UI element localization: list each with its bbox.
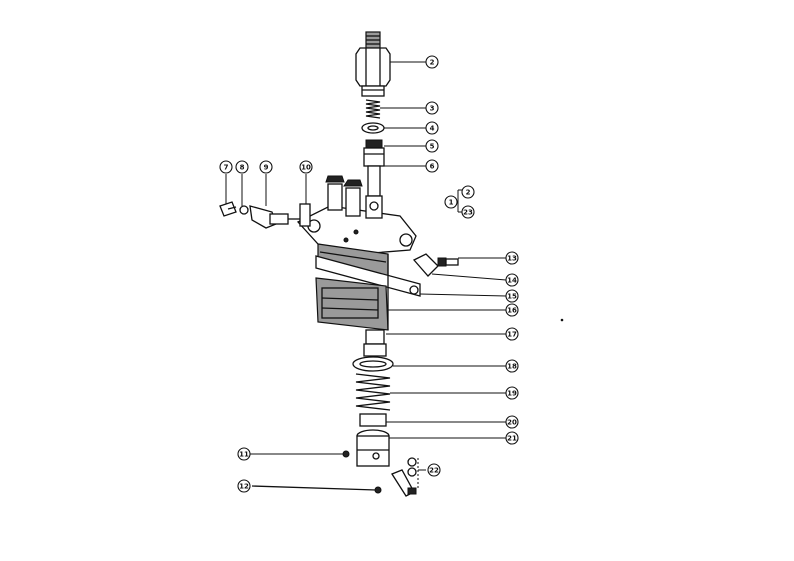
banjo-bolt xyxy=(219,201,237,217)
callout-part-20: 20 xyxy=(505,415,519,429)
delivery-valve-holder xyxy=(355,31,391,97)
callout-number: 19 xyxy=(507,390,517,398)
callout-assembly-23: 23 xyxy=(461,205,475,219)
callout-circle xyxy=(505,431,519,445)
callout-part-10: 10 xyxy=(299,160,313,174)
callout-number: 9 xyxy=(264,164,269,172)
leader-lines xyxy=(225,61,507,471)
tappet xyxy=(356,429,390,467)
callout-part-15: 15 xyxy=(505,289,519,303)
callout-number: 8 xyxy=(240,164,245,172)
callout-circle xyxy=(237,479,251,493)
callout-number: 16 xyxy=(507,307,517,315)
callout-part-22: 22 xyxy=(427,463,441,477)
callout-number: 7 xyxy=(224,164,229,172)
pump-housing xyxy=(296,175,421,331)
callout-number: 15 xyxy=(507,293,517,301)
callout-number: 6 xyxy=(430,163,435,171)
callout-circle xyxy=(235,160,249,174)
callout-circle xyxy=(505,386,519,400)
callout-number: 4 xyxy=(430,125,435,133)
callout-circle xyxy=(219,160,233,174)
callout-number: 2 xyxy=(430,59,435,67)
callout-number: 12 xyxy=(239,483,249,491)
callout-number: 18 xyxy=(507,363,517,371)
sealing-washer xyxy=(239,205,249,215)
callout-circle xyxy=(505,327,519,341)
bleed-screw xyxy=(437,257,459,267)
callout-circle xyxy=(461,185,475,199)
plunger-spring xyxy=(355,373,391,411)
callout-circle xyxy=(427,463,441,477)
callout-circle xyxy=(237,447,251,461)
inlet-union xyxy=(249,205,300,229)
callout-number: 10 xyxy=(301,164,311,172)
callout-circle xyxy=(425,159,439,173)
callout-number: 5 xyxy=(430,143,435,151)
callout-number: 21 xyxy=(507,435,517,443)
callout-part-9: 9 xyxy=(259,160,273,174)
callout-circle xyxy=(505,289,519,303)
callout-circle xyxy=(461,205,475,219)
callout-circle xyxy=(425,139,439,153)
callout-number: 1 xyxy=(449,199,454,207)
gasket-ring xyxy=(361,122,385,134)
callout-part-14: 14 xyxy=(505,273,519,287)
callout-part-19: 19 xyxy=(505,386,519,400)
callout-circle xyxy=(505,273,519,287)
callout-part-2: 2 xyxy=(425,55,439,69)
callout-assembly-2: 2 xyxy=(461,185,475,199)
callout-number: 17 xyxy=(507,331,517,339)
guide-screw xyxy=(342,450,350,458)
callout-circle xyxy=(259,160,273,174)
callout-circle xyxy=(444,195,458,209)
lever-plate xyxy=(412,253,439,277)
callout-part-11: 11 xyxy=(237,447,251,461)
spring-seat xyxy=(359,413,387,427)
callout-number: 23 xyxy=(463,209,473,217)
callout-number: 3 xyxy=(430,105,435,113)
callout-part-3: 3 xyxy=(425,101,439,115)
delivery-valve-spring xyxy=(365,99,381,119)
plunger-barrel xyxy=(365,329,385,345)
callout-part-6: 6 xyxy=(425,159,439,173)
control-rod xyxy=(251,485,377,491)
callout-part-21: 21 xyxy=(505,431,519,445)
callout-part-7: 7 xyxy=(219,160,233,174)
callout-circle xyxy=(505,251,519,265)
callout-part-17: 17 xyxy=(505,327,519,341)
roller-pin-assembly xyxy=(391,457,419,497)
callout-part-4: 4 xyxy=(425,121,439,135)
o-ring xyxy=(352,356,394,372)
callout-circle xyxy=(505,359,519,373)
callout-circle xyxy=(425,121,439,135)
callout-number: 2 xyxy=(466,189,471,197)
callout-part-12: 12 xyxy=(237,479,251,493)
callout-part-16: 16 xyxy=(505,303,519,317)
callout-part-13: 13 xyxy=(505,251,519,265)
callout-circle xyxy=(425,101,439,115)
callout-assembly-1: 1 xyxy=(444,195,458,209)
inlet-filter xyxy=(299,203,311,227)
callout-number: 14 xyxy=(507,277,517,285)
callout-part-18: 18 xyxy=(505,359,519,373)
callout-number: 13 xyxy=(507,255,517,263)
callout-circle xyxy=(425,55,439,69)
delivery-valve xyxy=(363,139,385,197)
callout-circle xyxy=(505,303,519,317)
callout-number: 20 xyxy=(507,419,517,427)
callout-number: 22 xyxy=(429,467,439,475)
callout-part-8: 8 xyxy=(235,160,249,174)
callout-circle xyxy=(299,160,313,174)
callout-circle xyxy=(505,415,519,429)
callout-number: 11 xyxy=(239,451,249,459)
callout-part-5: 5 xyxy=(425,139,439,153)
